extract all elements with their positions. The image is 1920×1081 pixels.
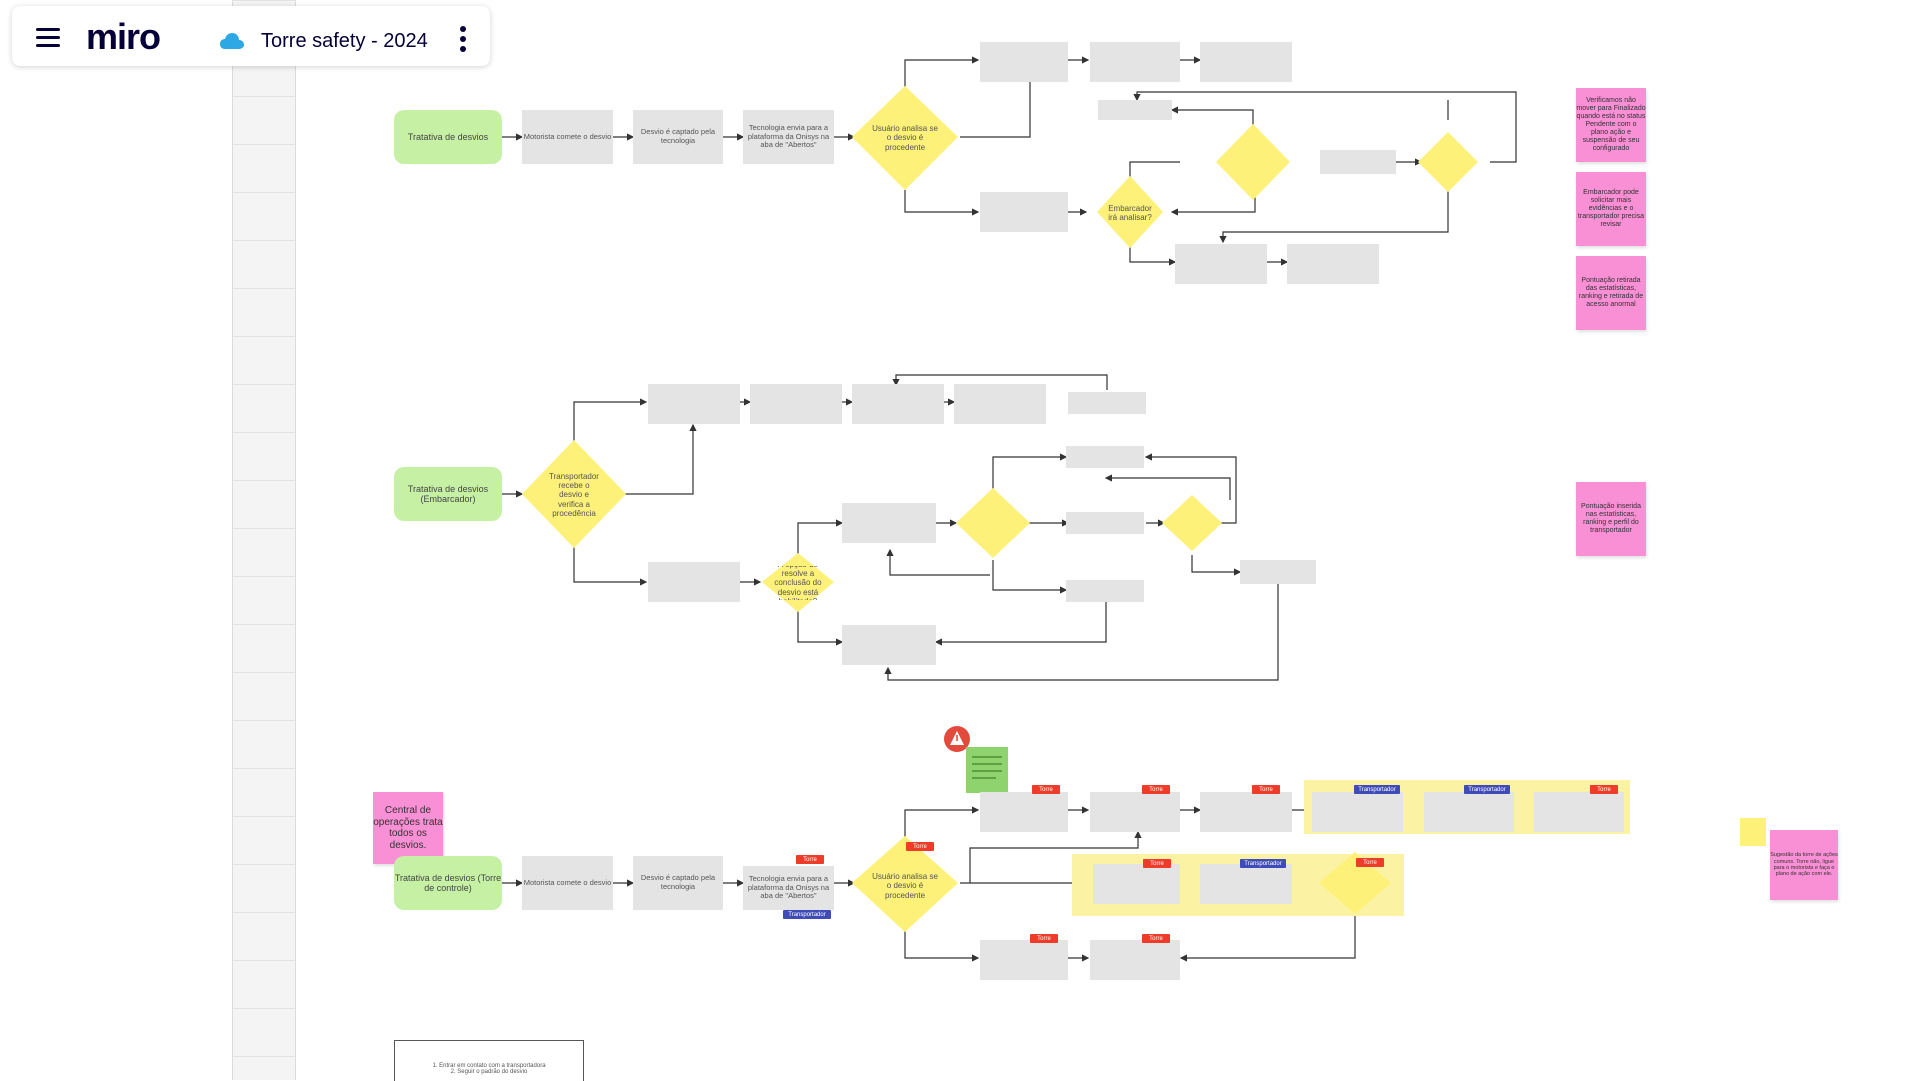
flow2-decision2-label: A opção de resolve a conclusão do desvio…	[774, 566, 822, 600]
green-note-card[interactable]	[966, 747, 1008, 793]
tag-torre: Torre	[906, 842, 934, 851]
flow2-box-a[interactable]	[648, 384, 740, 424]
bottom-note-line2: 2. Seguir o padrão do desvio	[450, 1069, 528, 1075]
miro-top-bar: miro Torre safety - 2024	[12, 6, 490, 66]
flow1-box-e[interactable]	[1320, 150, 1396, 174]
flow3-box-e[interactable]	[1424, 792, 1514, 832]
tag-torre: Torre	[1143, 859, 1171, 868]
flow1-box-c[interactable]	[1200, 42, 1292, 82]
tag-transportador: Transportador	[1354, 785, 1400, 794]
tag-torre: Torre	[1142, 785, 1170, 794]
flow2-box-c[interactable]	[852, 384, 944, 424]
tag-torre: Torre	[1252, 785, 1280, 794]
flow2-box-f[interactable]	[1066, 446, 1144, 468]
flow2-box-g[interactable]	[648, 562, 740, 602]
tag-torre: Torre	[1030, 934, 1058, 943]
tag-transportador: Transportador	[1240, 859, 1286, 868]
flow1-step-envia[interactable]: Tecnologia envia para a plataforma da On…	[743, 110, 834, 164]
tag-torre: Torre	[1590, 785, 1618, 794]
sticky-note-6[interactable]: Sugestão da torre de ações comuns. Torre…	[1770, 830, 1838, 900]
flow3-step-motorista[interactable]: Motorista comete o desvio	[522, 856, 613, 910]
flow2-decision-label: Transportador recebe o desvio e verifica…	[549, 472, 599, 518]
flow3-step-envia[interactable]: Tecnologia envia para a plataforma da On…	[743, 866, 834, 910]
flow2-box-b[interactable]	[750, 384, 842, 424]
warning-icon[interactable]	[944, 726, 970, 752]
flow3-box-c[interactable]	[1200, 792, 1292, 832]
sticky-yellow-small[interactable]	[1740, 818, 1766, 846]
flow1-box-a[interactable]	[980, 42, 1068, 82]
flow3-decision-small	[1319, 852, 1391, 914]
hamburger-menu-icon[interactable]	[36, 28, 60, 47]
flow2-box-d[interactable]	[954, 384, 1046, 424]
sticky-central-operacoes[interactable]: Central de operações trata todos os desv…	[373, 792, 443, 864]
flow3-decision-label: Usuário analisa se o desvio é procedente	[872, 872, 938, 900]
flow2-start[interactable]: Tratativa de desvios (Embarcador)	[394, 467, 502, 521]
bottom-note-line1: 1. Entrar em contato com a transportador…	[432, 1063, 546, 1069]
flow3-box-b[interactable]	[1090, 792, 1180, 832]
flow3-start[interactable]: Tratativa de desvios (Torre de controle)	[394, 856, 502, 910]
sticky-note-1[interactable]: Verificamos não mover para Finalizado qu…	[1576, 88, 1646, 162]
board-title[interactable]: Torre safety - 2024	[261, 30, 428, 52]
flow2-box-l[interactable]	[842, 625, 936, 665]
sticky-note-3[interactable]: Pontuação retirada das estatísticas, ran…	[1576, 256, 1646, 330]
tag-torre: Torre	[1032, 785, 1060, 794]
flow2-box-j[interactable]	[1240, 560, 1316, 584]
flow1-box-g[interactable]	[1175, 244, 1267, 284]
flow2-box-e[interactable]	[1068, 392, 1146, 414]
tag-torre: Torre	[1356, 858, 1384, 867]
tag-transportador: Transportador	[783, 910, 831, 919]
flow3-box-i[interactable]	[980, 940, 1068, 980]
flow3-box-g[interactable]	[1093, 864, 1180, 904]
flow2-box-h[interactable]	[842, 503, 936, 543]
tag-torre: Torre	[1142, 934, 1170, 943]
flow1-step-captado[interactable]: Desvio é captado pela tecnologia	[633, 110, 723, 164]
left-ruler	[232, 0, 296, 1080]
flow3-step-captado[interactable]: Desvio é captado pela tecnologia	[633, 856, 723, 910]
flow1-box-h[interactable]	[1287, 244, 1379, 284]
sticky-note-2[interactable]: Embarcador pode solicitar mais evidência…	[1576, 172, 1646, 246]
flow1-box-b[interactable]	[1090, 42, 1180, 82]
cloud-icon	[220, 33, 244, 49]
tag-transportador: Transportador	[1464, 785, 1510, 794]
flow1-start[interactable]: Tratativa de desvios	[394, 110, 502, 164]
flow3-box-j[interactable]	[1090, 940, 1180, 980]
kebab-more-icon[interactable]	[460, 26, 466, 56]
flow3-box-d[interactable]	[1312, 792, 1403, 832]
flow1-box-d[interactable]	[1098, 100, 1172, 120]
flow3-box-a[interactable]	[980, 792, 1068, 832]
sticky-note-4[interactable]: Pontuação inserida nas estatísticas, ran…	[1576, 482, 1646, 556]
flow3-box-f[interactable]	[1534, 792, 1624, 832]
flow1-step-motorista[interactable]: Motorista comete o desvio	[522, 110, 613, 164]
flow1-box-f[interactable]	[980, 192, 1068, 232]
flow1-decision-label: Usuário analisa se o desvio é procedente	[872, 124, 938, 152]
flow3-box-h[interactable]	[1200, 864, 1292, 904]
flow2-box-i[interactable]	[1066, 512, 1144, 534]
flow2-box-k[interactable]	[1066, 580, 1144, 602]
flow1-embarcador-decision: Embarcador irá analisar?	[1108, 203, 1152, 222]
decision-shapes	[522, 86, 1478, 932]
miro-logo[interactable]: miro	[86, 16, 161, 57]
bottom-note-box[interactable]: 1. Entrar em contato com a transportador…	[394, 1040, 584, 1081]
tag-torre: Torre	[796, 855, 824, 864]
